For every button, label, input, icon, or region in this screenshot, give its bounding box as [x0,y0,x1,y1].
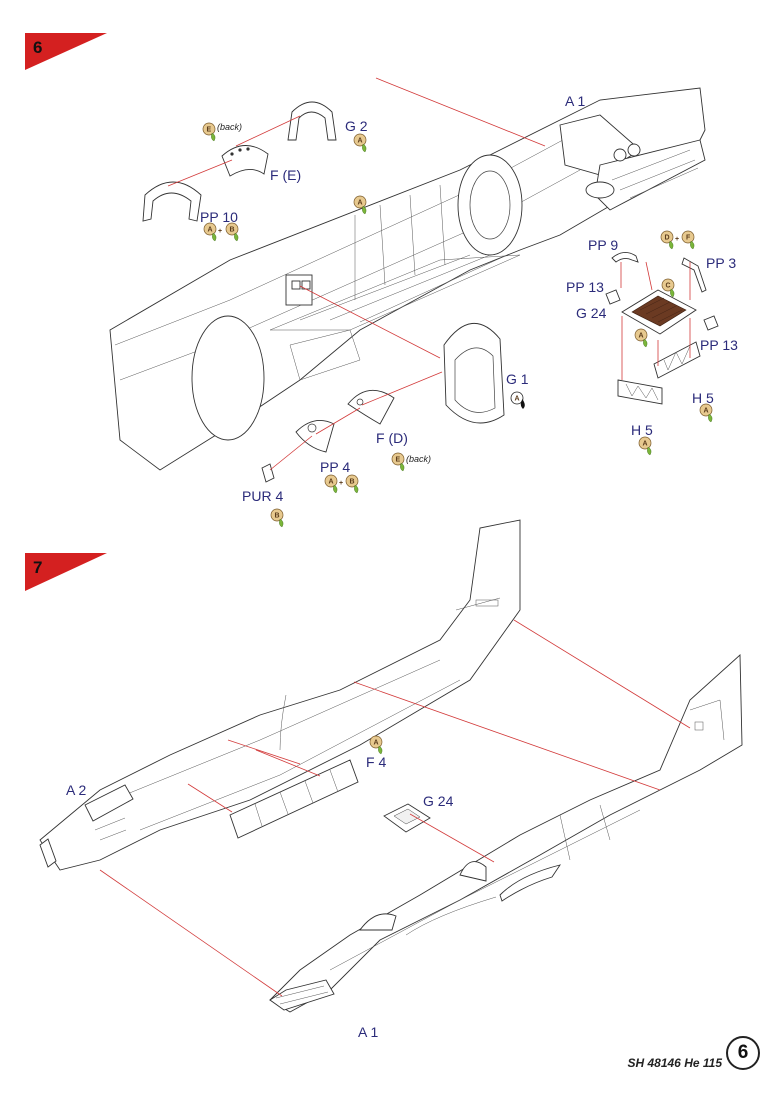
part-g24-seat [621,289,697,335]
color-code-b-pur4: B [270,508,284,528]
color-code-a-f4: A [369,735,383,755]
label-pp9: PP 9 [588,237,618,253]
page-number: 6 [726,1036,760,1070]
label-pp13-right: PP 13 [700,337,738,353]
svg-text:A: A [358,138,363,145]
label-pp13-left: PP 13 [566,279,604,295]
svg-text:B: B [275,513,280,520]
label-h5-left: H 5 [631,422,653,438]
svg-text:A: A [515,396,520,403]
color-code-b-pp4: B [345,474,359,494]
plus-pp4: + [339,480,343,487]
color-code-a-pp10: A [203,222,217,242]
note-back-bottom: (back) [406,454,431,464]
step-6-flag: 6 [25,33,107,70]
label-g24-step7: G 24 [423,793,454,809]
part-fe [221,145,269,177]
svg-text:A: A [208,227,213,234]
note-back-top: (back) [217,122,242,132]
part-pp13-right [703,315,719,331]
part-pp10 [142,181,202,222]
color-code-a-pp4: A [324,474,338,494]
part-h5-left [617,379,663,405]
label-pur4: PUR 4 [242,488,283,504]
svg-text:A: A [643,441,648,448]
front-bulkhead [191,315,265,441]
color-code-a-g2: A [353,133,367,153]
plus-d-f: + [675,236,679,243]
part-h5-right [653,341,701,379]
fuselage-half-a2 [39,519,521,871]
color-code-a-h5-right: A [699,403,713,423]
label-a1: A 1 [565,93,585,109]
step-7-diagram: F 4 G 24 A 2 A 1 A [39,519,743,1040]
svg-text:A: A [329,479,334,486]
svg-text:E: E [396,457,401,464]
part-pp13-left [605,289,621,305]
svg-text:A: A [639,333,644,340]
color-code-b-pp10: B [225,222,239,242]
label-a1-step7: A 1 [358,1024,378,1040]
color-code-drop-g1: A [510,391,526,410]
step-6-number: 6 [33,38,42,57]
step-7-pointers [99,619,691,997]
part-f4 [229,759,359,839]
label-fe: F (E) [270,167,301,183]
color-code-f: F [681,230,695,250]
label-g1: G 1 [506,371,529,387]
svg-text:C: C [666,283,671,290]
step-7-number: 7 [33,558,42,577]
svg-text:A: A [704,408,709,415]
label-h5-right: H 5 [692,390,714,406]
svg-text:A: A [358,200,363,207]
color-code-d: D [660,230,674,250]
part-g1 [443,322,505,424]
part-pp4 [295,419,335,453]
part-pur4 [261,463,275,483]
svg-text:A: A [374,740,379,747]
color-code-e-top: E [202,122,216,142]
label-pp10: PP 10 [200,209,238,225]
label-pp4: PP 4 [320,459,350,475]
color-code-c: C [661,278,675,298]
svg-text:E: E [207,127,212,134]
svg-text:F: F [686,235,691,242]
label-pp3: PP 3 [706,255,736,271]
color-code-a-fuselage: A [353,195,367,215]
part-fd [347,389,395,425]
part-pp3 [681,257,707,293]
label-f4: F 4 [366,754,386,770]
step-6-pointers [167,77,691,471]
step-6-diagram: A 1 G 2 F (E) PP 10 PP 9 PP 3 PP 13 G 24… [109,77,738,528]
rear-frame [457,154,523,256]
plus-pp10: + [218,228,222,235]
svg-text:B: B [230,227,235,234]
color-code-a-g24: A [634,328,648,348]
part-g2 [287,101,337,141]
step-7-flag: 7 [25,553,107,591]
label-g2: G 2 [345,118,368,134]
svg-text:D: D [665,235,670,242]
part-pp9 [611,252,639,263]
kit-reference: SH 48146 He 115 [627,1056,722,1070]
label-g24: G 24 [576,305,607,321]
label-a2: A 2 [66,782,86,798]
color-code-a-h5-left: A [638,436,652,456]
svg-text:B: B [350,479,355,486]
part-g24-step7 [383,803,431,833]
color-code-e-bottom: E [391,452,405,472]
label-fd: F (D) [376,430,408,446]
